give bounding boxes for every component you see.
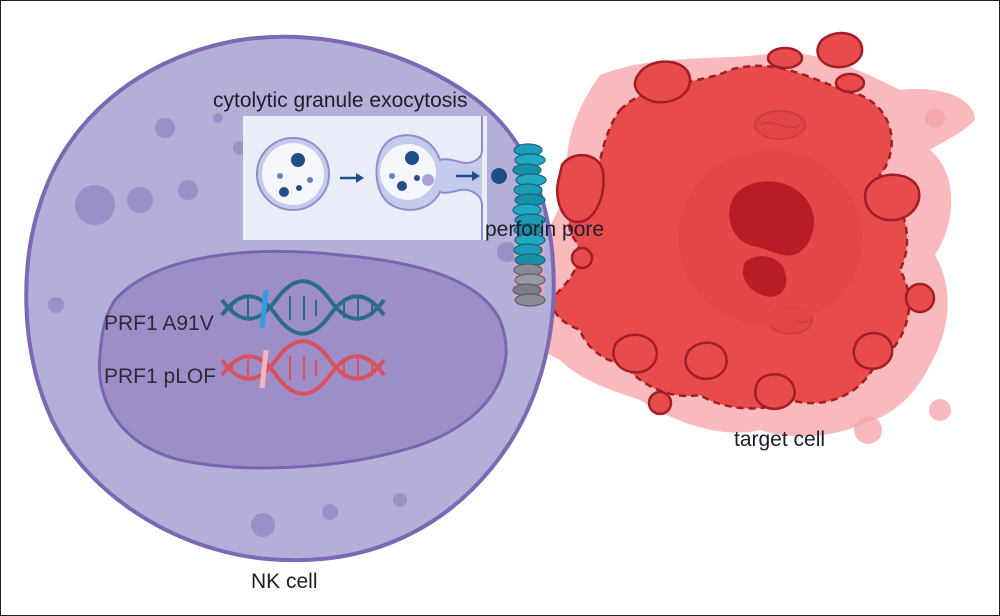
granule-vesicle-icon — [256, 137, 330, 211]
nk-granule — [251, 513, 275, 537]
nk-granule — [48, 297, 64, 313]
apoptotic-body — [852, 331, 894, 371]
apoptotic-body — [816, 31, 864, 69]
nk-granule — [322, 504, 338, 520]
target-bleb — [925, 108, 945, 128]
nk-granule — [393, 493, 407, 507]
arrow-right-icon — [340, 173, 364, 183]
nk-granule — [75, 185, 115, 225]
apoptotic-body — [633, 60, 692, 104]
exocytosis-label: cytolytic granule exocytosis — [213, 89, 467, 112]
fusing-vesicle-icon — [375, 116, 483, 240]
gene-label-plof: PRF1 pLOF — [104, 365, 216, 388]
arrow-right-icon — [456, 171, 480, 181]
nuclear-fragment — [742, 256, 787, 297]
nuclear-fragment — [729, 181, 815, 256]
dna-helix-icon — [220, 339, 386, 396]
apoptotic-body — [684, 341, 728, 381]
nk-granule — [178, 180, 198, 200]
gene-label-a91v: PRF1 A91V — [104, 312, 214, 335]
apoptotic-body — [766, 46, 804, 70]
apoptotic-body — [570, 246, 594, 270]
apoptotic-body — [863, 173, 921, 222]
released-perforin — [491, 168, 507, 184]
apoptotic-body — [647, 390, 673, 416]
nk-granule — [497, 242, 517, 262]
dna-helix-icon — [220, 279, 386, 336]
target-cell-label: target cell — [734, 428, 825, 451]
target-bleb — [929, 399, 951, 421]
apoptotic-body — [754, 373, 796, 411]
perforin-pore-icon — [512, 143, 547, 307]
apoptotic-body — [834, 72, 866, 94]
nk-nucleus — [97, 249, 508, 470]
target-bleb — [854, 416, 882, 444]
target-cell — [499, 31, 975, 444]
nk-granule — [155, 118, 175, 138]
nk-granule — [127, 187, 153, 213]
apoptotic-body — [556, 153, 605, 224]
exocytosis-panel — [243, 116, 507, 240]
apoptotic-body — [904, 282, 936, 314]
nk-granule — [213, 113, 223, 123]
apoptotic-body — [612, 333, 659, 374]
nk-cell-label: NK cell — [251, 570, 318, 593]
perforin-pore-label: perforin pore — [485, 218, 604, 241]
